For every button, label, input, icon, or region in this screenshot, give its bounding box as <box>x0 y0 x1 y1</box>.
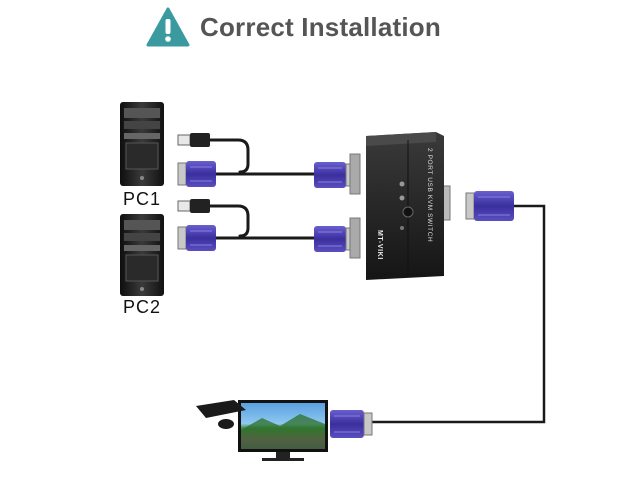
pc2-usb-plug <box>177 199 210 213</box>
switch-vga-connector-2 <box>314 226 355 252</box>
cables <box>206 138 546 424</box>
header: Correct Installation <box>146 6 441 48</box>
pc1-label: PC1 <box>123 189 161 209</box>
switch-output-vga-connector <box>465 191 514 221</box>
kvm-brand-text: MT-VIKI <box>376 230 383 260</box>
mouse <box>218 419 234 429</box>
pc1-tower <box>120 102 164 186</box>
page-title: Correct Installation <box>200 11 441 42</box>
pc2-tower <box>120 214 164 296</box>
pc2-label: PC2 <box>123 297 161 317</box>
kvm-model-text: 2 PORT USB KVM SWITCH <box>426 148 433 242</box>
pc2-vga-connector <box>177 225 216 251</box>
pc1-usb-plug <box>177 133 210 147</box>
kvm-switch: 2 PORT USB KVM SWITCH MT-VIKI <box>349 132 451 280</box>
warning-triangle-icon <box>146 7 190 47</box>
monitor <box>238 400 328 461</box>
switch-vga-connector-1 <box>314 162 355 188</box>
keyboard <box>196 400 246 418</box>
monitor-vga-connector <box>330 410 373 438</box>
pc1-vga-connector <box>177 161 216 187</box>
